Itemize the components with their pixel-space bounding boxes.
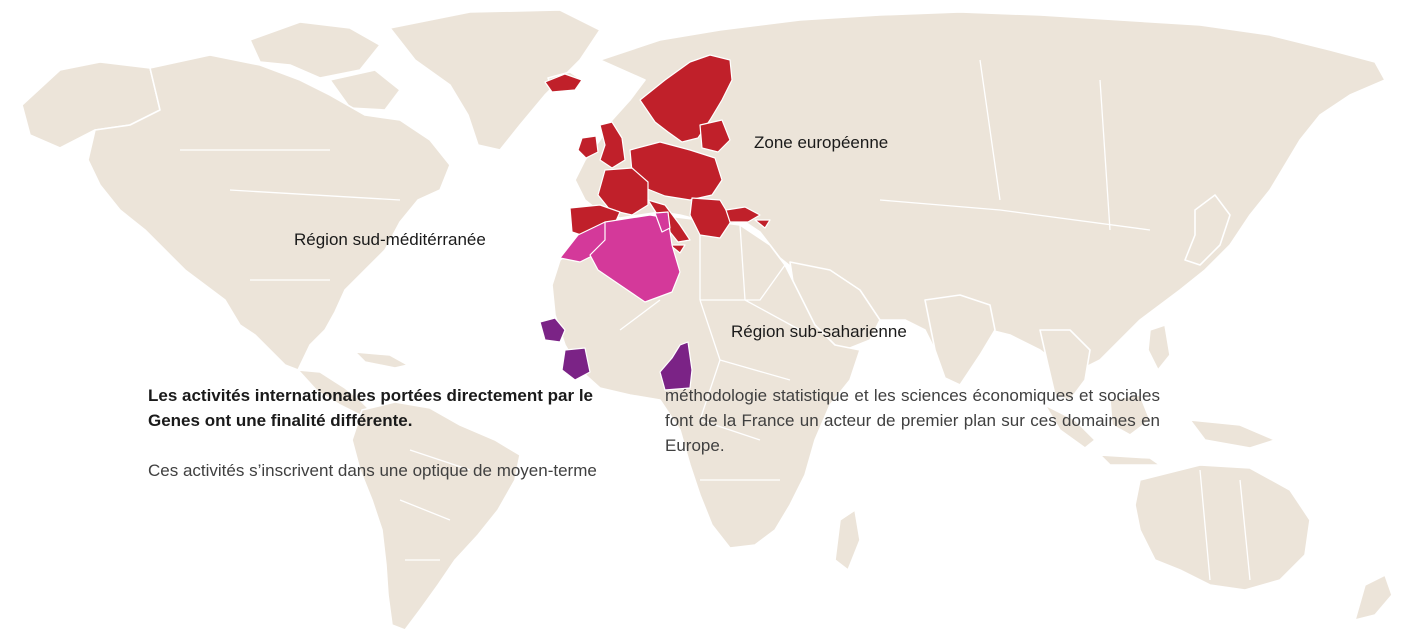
body-paragraph-left: Ces activités s’inscrivent dans une opti… (148, 461, 597, 480)
land-africa (551, 214, 861, 549)
land-canadian-arctic-2 (329, 69, 401, 111)
land-borneo (1109, 394, 1151, 436)
land-australia (1134, 464, 1311, 591)
country-france (597, 167, 649, 216)
country-cameroon (659, 341, 693, 391)
country-senegal (539, 317, 566, 343)
label-europe: Zone européenne (754, 133, 889, 152)
land-philippines (1147, 324, 1171, 371)
land-north-america (87, 54, 451, 371)
land-madagascar (834, 509, 861, 571)
land-canadian-arctic (249, 21, 381, 79)
land-new-guinea (1189, 419, 1276, 449)
region-south-med (559, 211, 681, 303)
land-japan (1184, 194, 1231, 266)
country-norway-sweden-finland (639, 54, 733, 143)
country-baltics (699, 119, 731, 153)
border-lines (180, 59, 1251, 581)
country-tunisia (654, 211, 671, 233)
land-sumatra (1044, 404, 1096, 449)
country-iceland-eu (544, 73, 583, 93)
country-turkey-part (725, 206, 761, 223)
country-uk (599, 121, 626, 169)
land-java (1099, 454, 1161, 466)
land-south-america (351, 401, 521, 631)
land-india (924, 294, 996, 386)
text-column-left: Les activités internationales portées di… (148, 383, 640, 483)
country-ireland (577, 135, 599, 159)
country-balkans (689, 197, 733, 239)
land-se-asia (1039, 329, 1091, 401)
land-cuba (354, 351, 409, 369)
label-south-med: Région sud-méditérranée (294, 230, 486, 249)
lead-paragraph: Les activités internationales portées di… (148, 386, 593, 430)
text-column-right: méthodologie statistique et les sciences… (665, 383, 1160, 458)
region-sub-saharan (539, 317, 693, 391)
label-sub-saharan: Région sub-saharienne (731, 322, 907, 341)
land-greenland (389, 9, 601, 151)
body-paragraph-right: méthodologie statistique et les sciences… (665, 386, 1160, 455)
country-sicily (669, 244, 686, 254)
country-cyprus (754, 219, 771, 229)
country-ivory-coast (561, 347, 591, 381)
land-new-zealand (1354, 574, 1393, 621)
